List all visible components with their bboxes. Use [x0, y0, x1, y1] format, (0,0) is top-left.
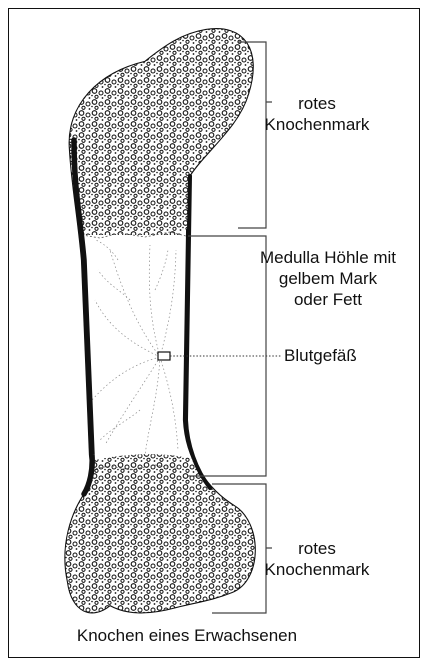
figure-caption: Knochen eines Erwachsenen — [32, 625, 342, 646]
label-medulla: Medulla Höhle mit gelbem Mark oder Fett — [258, 247, 398, 310]
femur-bone — [60, 20, 270, 620]
proximal-spongy-bone — [60, 20, 270, 235]
label-medulla-line-2: gelbem Mark — [258, 268, 398, 289]
label-top-red-marrow: rotes Knochenmark — [262, 93, 372, 135]
label-top-red-marrow-line-2: Knochenmark — [262, 114, 372, 135]
label-bottom-red-marrow-line-2: Knochenmark — [262, 559, 372, 580]
label-medulla-line-1: Medulla Höhle mit — [258, 247, 398, 268]
label-bottom-red-marrow-line-1: rotes — [262, 538, 372, 559]
label-blood-vessel: Blutgefäß — [284, 345, 357, 366]
label-medulla-line-3: oder Fett — [258, 289, 398, 310]
cortical-wall-right — [186, 176, 210, 488]
label-top-red-marrow-line-1: rotes — [262, 93, 372, 114]
blood-vessel-entry — [158, 352, 170, 360]
label-bottom-red-marrow: rotes Knochenmark — [262, 538, 372, 580]
